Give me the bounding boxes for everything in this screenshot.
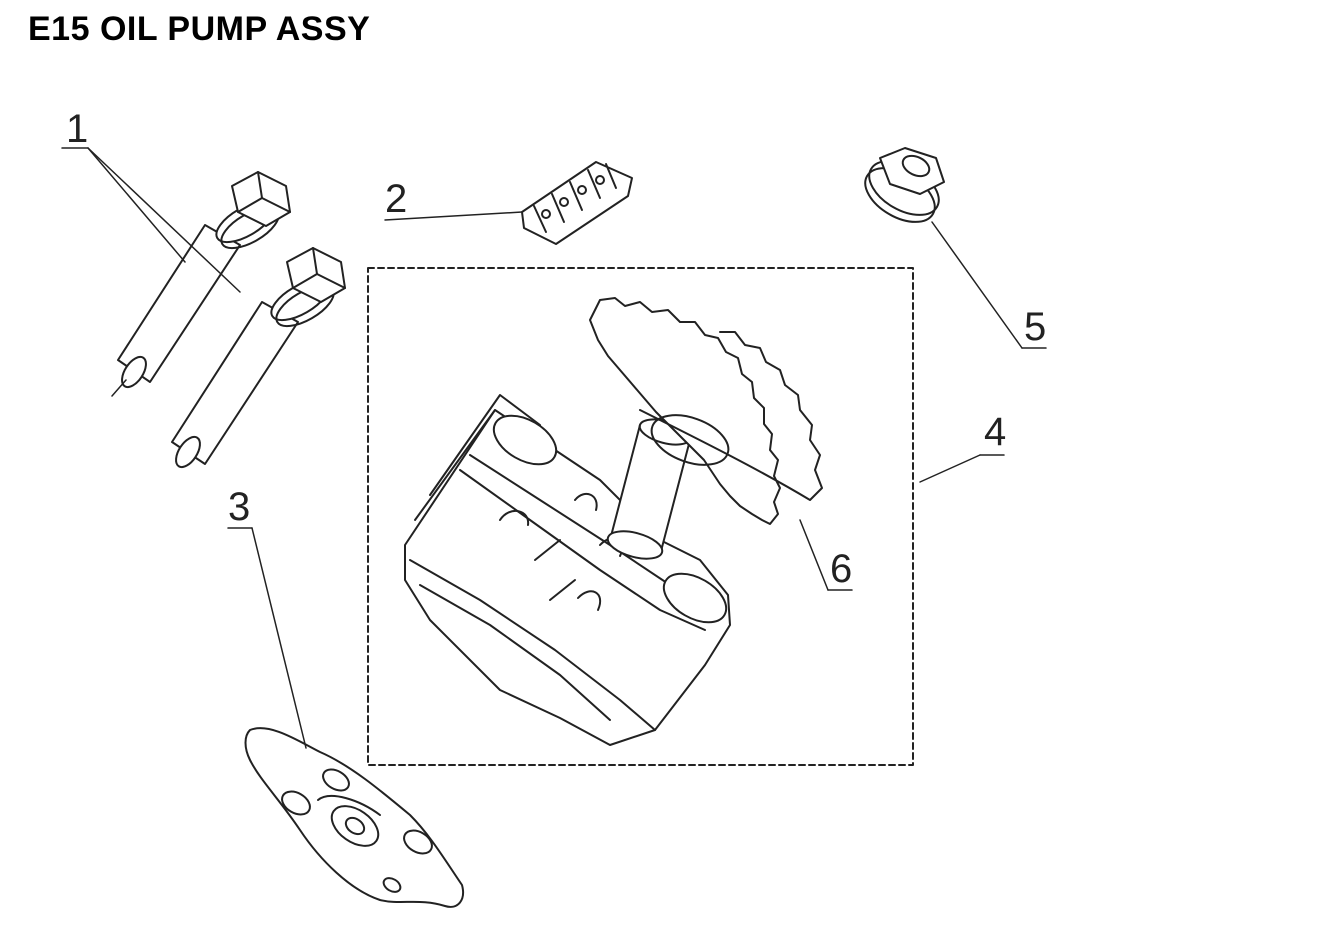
callout-4: 4: [984, 410, 1006, 454]
oil-pump-body: [405, 395, 734, 745]
bolt-b: [171, 248, 345, 471]
callout-1: 1: [66, 107, 88, 151]
part-2-coupling: [385, 162, 632, 244]
part-3-gasket: [228, 528, 463, 907]
callout-6: 6: [830, 547, 852, 591]
page-title: E15 OIL PUMP ASSY: [28, 10, 371, 48]
callout-labels: 1 2 3 4 5 6: [66, 107, 1046, 591]
callout-5: 5: [1024, 305, 1046, 349]
part-1-bolts: [62, 148, 345, 471]
bolt-a: [117, 172, 290, 391]
callout-3: 3: [228, 485, 250, 529]
part-6-drive-gear: [590, 298, 852, 590]
callout-2: 2: [385, 177, 407, 221]
part-4-assembly-box: [368, 268, 1004, 765]
part-5-flange-nut: [856, 148, 1046, 348]
